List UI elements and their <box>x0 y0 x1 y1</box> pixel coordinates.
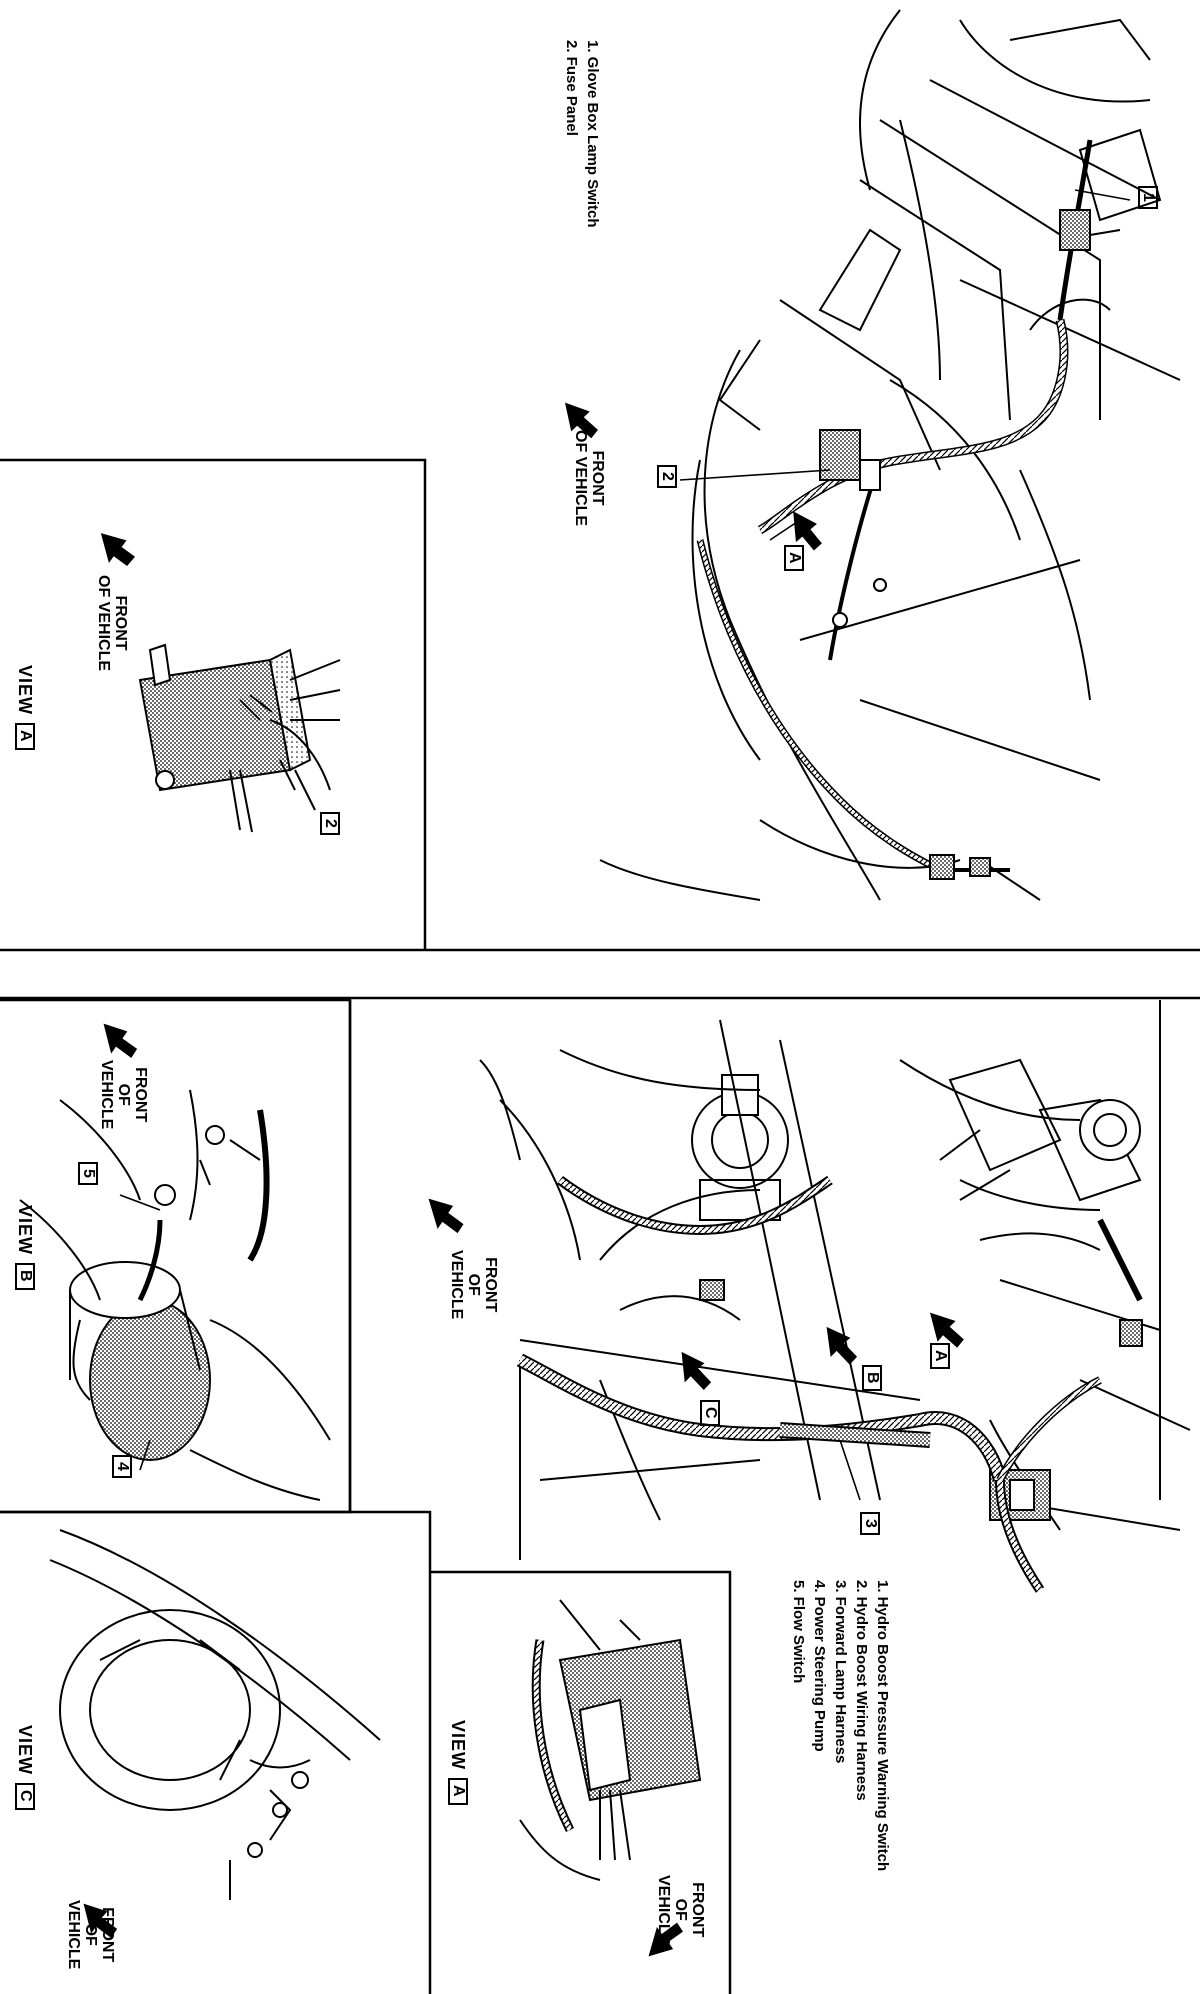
callout-b-engine-bay: B <box>862 1365 882 1391</box>
view-b-title: VIEW B <box>15 1205 35 1290</box>
engine-bay-leaders <box>839 1439 861 1501</box>
callout-a-engine-bay: A <box>930 1343 950 1369</box>
pump-view-b-drawing <box>19 1089 331 1501</box>
dashboard-wiring-harness <box>696 139 1093 880</box>
legend-item-hydro-boost-wiring-harness: 2. Hydro Boost Wiring Harness <box>853 1580 870 1801</box>
bottom-legend: 1. Hydro Boost Pressure Warning Switch 2… <box>785 1580 891 1872</box>
legend-item-glove-box-lamp-switch: 1. Glove Box Lamp Switch <box>584 40 601 228</box>
front-of-vehicle-label-fuse-view: FRONT OF VEHICLE <box>95 575 129 672</box>
callout-1: 1 <box>1138 186 1158 209</box>
front-of-vehicle-label-dashboard: FRONT OF VEHICLE <box>572 430 606 527</box>
front-arrow-icon <box>793 511 822 551</box>
callout-4: 4 <box>112 1455 132 1478</box>
callout-a-dashboard: A <box>784 545 804 571</box>
engine-bay-drawing <box>479 1000 1191 1560</box>
view-a-title-fuse-panel: VIEW A <box>15 665 35 750</box>
front-of-vehicle-label-connector-view: FRONT OF VEHICLE <box>655 1875 706 1945</box>
panel-frames <box>0 458 1200 1994</box>
callout-2-fuse-view: 2 <box>320 812 340 835</box>
front-arrow-icon <box>648 1922 683 1957</box>
top-legend: 1. Glove Box Lamp Switch 2. Fuse Panel <box>558 40 601 228</box>
callout-c-engine-bay: C <box>700 1400 720 1426</box>
front-of-vehicle-label-engine-bay: FRONT OF VEHICLE <box>448 1250 499 1320</box>
front-arrow-icon <box>428 1198 464 1234</box>
view-c-title: VIEW C <box>15 1725 35 1810</box>
front-of-vehicle-label-view-b: FRONT OF VEHICLE <box>98 1060 149 1130</box>
front-arrow-icon <box>100 533 135 566</box>
front-of-vehicle-label-view-c: FRONT OF VEHICLE <box>65 1900 116 1970</box>
front-arrow-icon <box>83 1903 118 1938</box>
pump-leaders <box>119 1194 161 1471</box>
front-arrow-icon <box>681 1351 712 1391</box>
front-arrow-icon <box>565 402 598 439</box>
front-arrows <box>83 402 964 1957</box>
legend-item-fuse-panel: 2. Fuse Panel <box>563 40 580 136</box>
legend-item-hydro-boost-pressure-warning-switch: 1. Hydro Boost Pressure Warning Switch <box>874 1580 891 1872</box>
callout-2-dashboard: 2 <box>657 465 677 488</box>
connector-view-a-drawing <box>519 1599 702 1881</box>
front-arrow-icon <box>930 1312 964 1348</box>
front-arrow-icon <box>103 1023 138 1058</box>
headlamp-view-c-drawing <box>49 1529 381 1900</box>
legend-item-flow-switch: 5. Flow Switch <box>790 1580 807 1684</box>
legend-item-power-steering-pump: 4. Power Steering Pump <box>811 1580 828 1752</box>
engine-bay-harness <box>516 1175 1143 1593</box>
fuse-panel-view-a-drawing <box>138 643 341 833</box>
front-arrow-icon <box>826 1326 858 1365</box>
view-a-title-connector: VIEW A <box>448 1720 468 1805</box>
callout-5: 5 <box>78 1162 98 1185</box>
callout-3: 3 <box>860 1512 880 1535</box>
legend-item-forward-lamp-harness: 3. Forward Lamp Harness <box>832 1580 849 1764</box>
dashboard-instrument-panel-drawing <box>599 9 1181 901</box>
